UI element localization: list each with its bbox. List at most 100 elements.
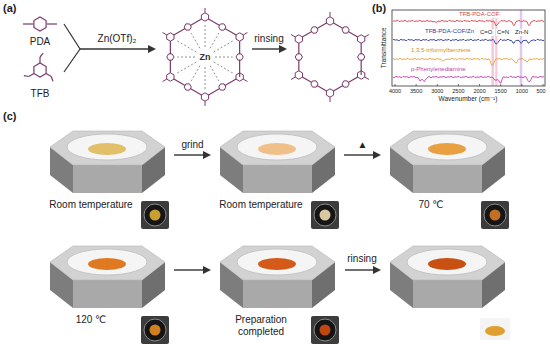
text-label: 1000: [516, 88, 528, 94]
coordination-line: [177, 57, 195, 58]
mortar-illustration: [215, 125, 340, 197]
benzene-ring: [236, 54, 243, 60]
reaction-arrow: [80, 48, 150, 49]
branch-bond: [163, 79, 167, 81]
merge-bracket: [64, 24, 80, 72]
text-label: Zn: [200, 52, 211, 62]
stage-node: Preparation completed: [215, 240, 340, 346]
sample-photo: [311, 201, 339, 229]
coordination-line: [205, 24, 206, 47]
product-photo: [480, 318, 510, 340]
vial-sample: [490, 210, 501, 221]
text-label: rinsing: [347, 253, 376, 265]
branch-bond: [243, 33, 247, 35]
branch-bond: [330, 12, 331, 17]
powder: [428, 143, 466, 155]
branch-bond: [365, 35, 369, 37]
mortar-top: [50, 246, 165, 280]
benzene-ring: [167, 54, 174, 60]
text-label: p-Phenylenediamine: [410, 66, 467, 73]
text-label: 4000: [389, 88, 401, 94]
text-label: 2000: [473, 88, 485, 94]
mortar-bowl: [237, 134, 317, 160]
mortar-illustration: [45, 240, 170, 312]
coordination-line: [214, 62, 234, 74]
sample-photo: [141, 201, 169, 229]
product-pile: [485, 326, 505, 336]
text-label: (a): [3, 2, 16, 15]
mortar-front: [413, 280, 482, 308]
text-label: C=O: [479, 29, 494, 36]
mortar-top: [390, 246, 505, 280]
imine-link: [330, 75, 361, 93]
aldehyde-bond: [51, 77, 53, 82]
text-label: TFB: [31, 88, 50, 100]
vial-sample: [150, 210, 161, 221]
text-label: Transmittance: [379, 28, 386, 69]
stage-node: 70 ℃: [385, 125, 510, 231]
benzene-ring: [184, 84, 191, 90]
mortar-bowl: [237, 249, 317, 275]
coordination-line: [210, 33, 219, 48]
coordination-line: [191, 33, 200, 48]
mortar-top: [220, 246, 335, 280]
stage-label: 120 ℃: [45, 314, 137, 326]
mortar-illustration: [45, 125, 170, 197]
benzene-ring: [295, 35, 302, 43]
benzene-ring: [219, 84, 226, 90]
coordination-line: [176, 41, 196, 53]
vial-sample: [150, 325, 161, 336]
mortar-illustration: [215, 240, 340, 312]
mortar-illustration: [385, 125, 510, 197]
benzene-ring: [342, 27, 349, 33]
stage-label: Preparation completed: [215, 314, 307, 338]
text-label: TFB-PDA-COF/Zn: [424, 28, 475, 35]
axis-tick: [458, 84, 459, 86]
powder: [88, 143, 126, 155]
text-label: 2500: [452, 88, 464, 94]
imine-link: [205, 17, 240, 37]
vial-rim: [314, 204, 336, 226]
benzene-ring: [201, 93, 208, 101]
powder: [428, 258, 466, 270]
vial-sample: [320, 325, 331, 336]
final-mortar: [385, 240, 510, 344]
arrow-head: [203, 151, 211, 159]
sample-photo: [481, 201, 509, 229]
branch-bond: [365, 77, 369, 79]
text-label: (b): [372, 2, 386, 15]
photo-ground: [311, 201, 339, 229]
vial-sample: [320, 210, 331, 221]
highlight-band: [495, 10, 497, 86]
coordination-line: [210, 66, 219, 81]
benzene-ring: [358, 35, 365, 43]
branch-bond: [330, 97, 331, 102]
spectrum-line: [393, 58, 544, 65]
powder: [88, 258, 126, 270]
text-label: TFB-PDA-COF: [458, 11, 500, 18]
process-arrow: [345, 269, 374, 270]
benzene-ring: [167, 33, 174, 41]
arrow-head: [279, 45, 287, 53]
vial-rim: [144, 319, 166, 341]
benzene-ring: [342, 81, 349, 87]
benzene-ring: [167, 73, 174, 81]
process-arrow: [174, 266, 211, 274]
text-label: rinsing: [254, 33, 283, 45]
benzene-ring: [311, 81, 318, 87]
mortar-bowl: [67, 249, 147, 275]
text-label: 3500: [410, 88, 422, 94]
mortar-front: [73, 280, 142, 308]
branch-bond: [163, 33, 167, 35]
plot-frame: [392, 10, 545, 86]
arrow-line: [174, 269, 205, 270]
text-label: 3000: [431, 88, 443, 94]
stage-node: 120 ℃: [45, 240, 170, 346]
mortar-bowl: [407, 249, 487, 275]
imine-link: [299, 75, 330, 93]
powder: [258, 258, 296, 270]
imine-link: [299, 21, 330, 39]
benzene-ring: [295, 54, 302, 60]
coordination-line: [215, 57, 233, 58]
text-label: Zn-N: [514, 29, 529, 36]
